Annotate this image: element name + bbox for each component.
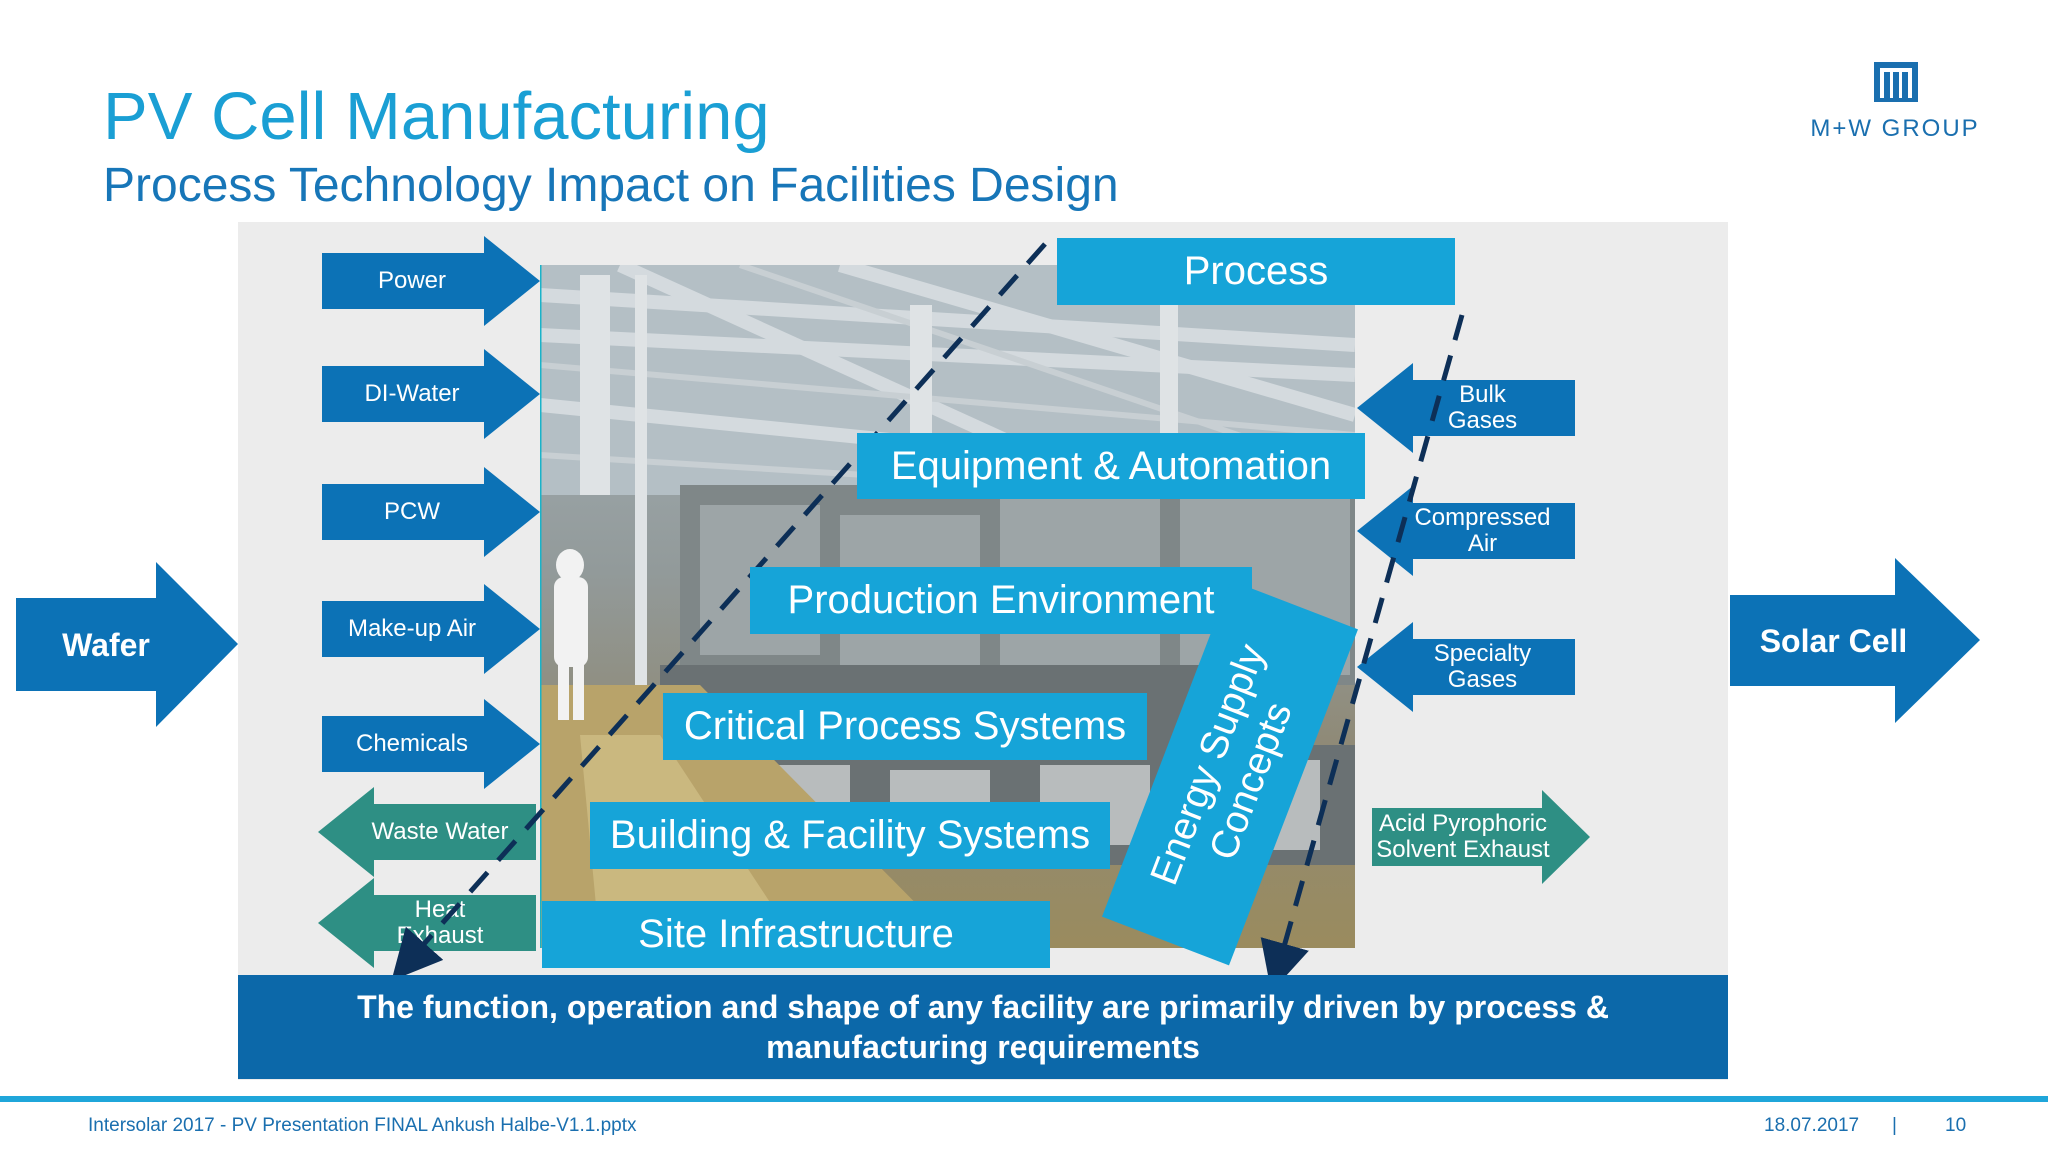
acid-exhaust-arrow xyxy=(1372,790,1590,884)
wafer-label: Wafer xyxy=(62,627,150,663)
layer-critical-process-systems: Critical Process Systems xyxy=(663,693,1147,760)
slide-title: PV Cell Manufacturing xyxy=(103,79,770,154)
layer-site-infrastructure: Site Infrastructure xyxy=(542,901,1050,968)
input-2-arrow xyxy=(322,467,540,557)
footer-separator: | xyxy=(1892,1115,1897,1136)
input-2-label: PCW xyxy=(384,498,440,525)
footer-line xyxy=(0,1096,2048,1102)
acid-exhaust-label: Acid Pyrophoric Solvent Exhaust xyxy=(1376,810,1550,863)
company-logo: M+W GROUP xyxy=(1800,60,1990,150)
logo-mark-icon xyxy=(1874,62,1918,102)
dashed-line-left xyxy=(391,242,1047,981)
right-input-1-arrow xyxy=(1357,486,1575,576)
wafer-arrow xyxy=(16,562,238,727)
solar-cell-label: Solar Cell xyxy=(1759,622,1908,659)
output-1-arrow xyxy=(318,878,536,968)
input-1-label: DI-Water xyxy=(364,380,460,407)
dashed-line-right xyxy=(1260,314,1465,993)
input-0-arrow xyxy=(322,236,540,326)
input-1-arrow xyxy=(322,349,540,439)
solar-cell-arrow xyxy=(1730,558,1980,723)
layer-process: Process xyxy=(1057,238,1455,305)
right-input-0-label: Bulk Gases xyxy=(1447,381,1518,434)
footer-date: 18.07.2017 xyxy=(1764,1115,1860,1136)
layer-equipment-automation: Equipment & Automation xyxy=(857,433,1365,499)
logo-text: M+W GROUP xyxy=(1810,115,1980,142)
input-4-arrow xyxy=(322,699,540,789)
layer-building-facility-systems: Building & Facility Systems xyxy=(590,802,1110,869)
statement-text: The function, operation and shape of any… xyxy=(357,989,1609,1065)
footer-filename: Intersolar 2017 - PV Presentation FINAL … xyxy=(88,1115,637,1136)
input-3-arrow xyxy=(322,584,540,674)
layer-production-environment: Production Environment xyxy=(750,567,1252,634)
slide-subtitle: Process Technology Impact on Facilities … xyxy=(103,159,1119,212)
input-3-label: Make-up Air xyxy=(347,615,477,642)
output-0-label: Waste Water xyxy=(371,818,509,845)
right-input-2-label: Specialty Gases xyxy=(1433,640,1532,693)
right-input-0-arrow xyxy=(1357,363,1575,453)
input-0-label: Power xyxy=(377,267,447,294)
statement-bar: The function, operation and shape of any… xyxy=(238,975,1728,1079)
footer-page-number: 10 xyxy=(1945,1115,1967,1136)
input-4-label: Chemicals xyxy=(355,730,469,757)
output-0-arrow xyxy=(318,787,536,877)
right-input-1-label: Compressed Air xyxy=(1414,504,1551,557)
right-input-2-arrow xyxy=(1357,622,1575,712)
